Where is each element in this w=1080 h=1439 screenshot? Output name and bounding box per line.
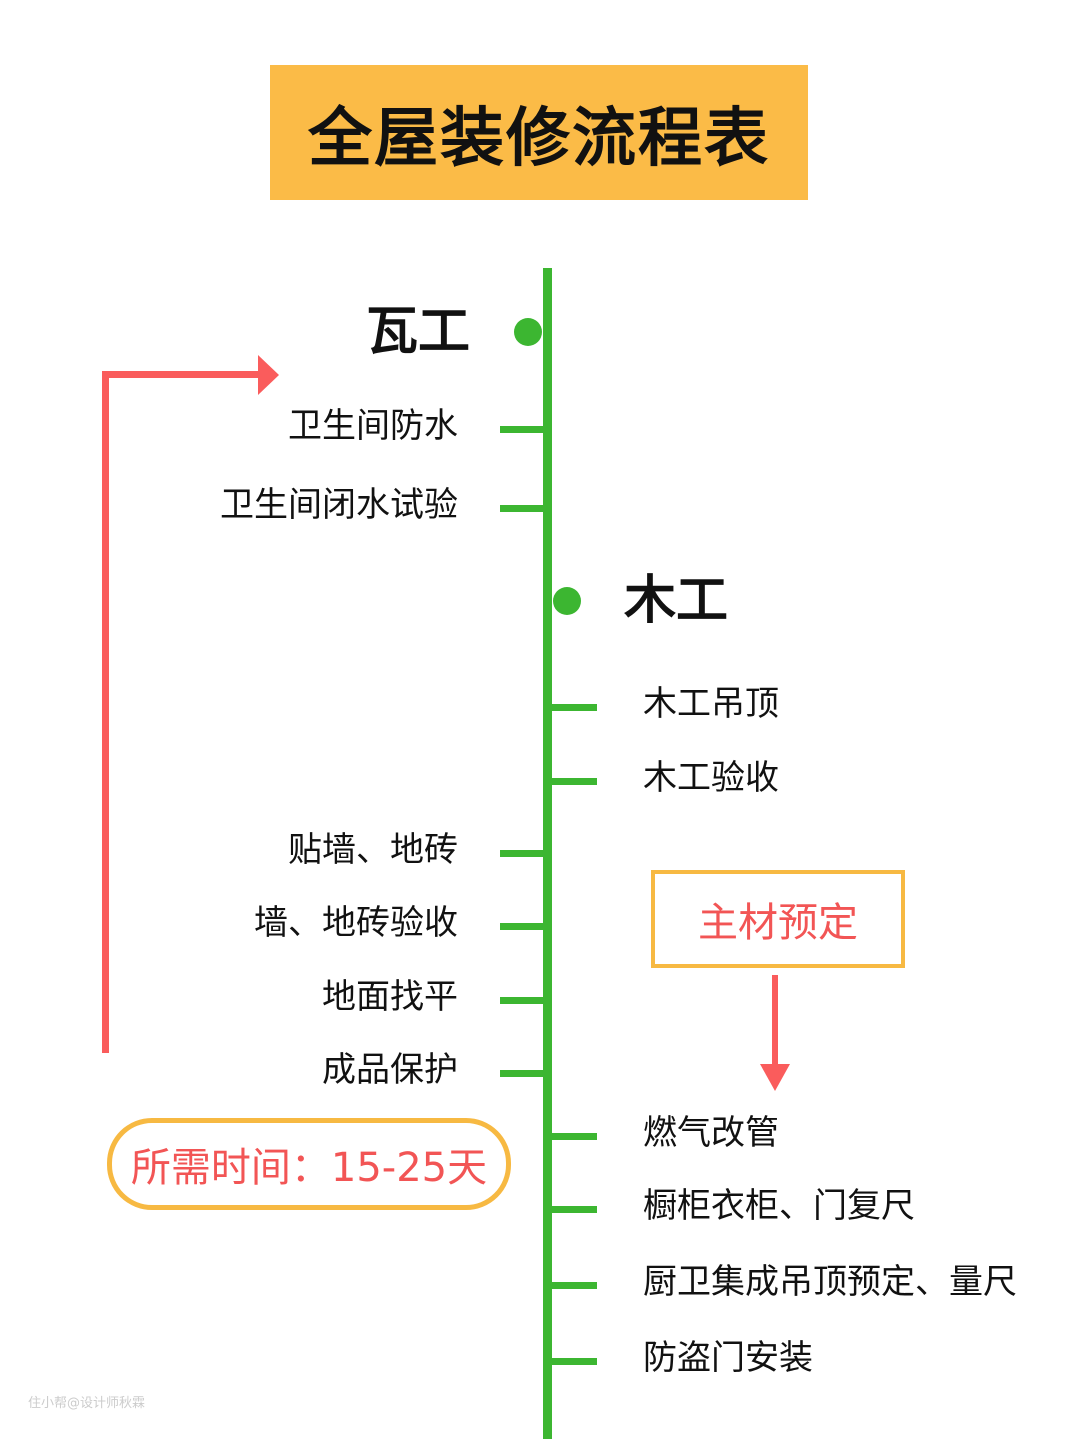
step-item: 木工验收 [643,758,779,798]
tick [500,850,547,857]
tick [500,1070,547,1077]
tick [547,1206,597,1213]
main-material-box: 主材预定 [651,870,905,968]
tick [500,997,547,1004]
step-item: 卫生间防水 [288,406,458,446]
loop-arrow-vertical [102,371,109,1053]
tick [547,704,597,711]
milestone-dot-carpentry [553,587,581,615]
step-item: 卫生间闭水试验 [220,485,458,525]
tick [547,1133,597,1140]
tick [500,505,547,512]
tick [500,923,547,930]
down-arrow-icon [760,1064,790,1091]
loop-arrow-horizontal [102,371,260,378]
watermark: 住小帮@设计师秋霖 [28,1396,146,1411]
heading-tiling: 瓦工 [366,302,471,362]
timeline-spine [543,268,552,1439]
step-item: 防盗门安装 [643,1338,813,1378]
step-item: 木工吊顶 [643,684,779,724]
down-arrow-shaft [772,975,778,1065]
tick [500,426,547,433]
page-title: 全屋装修流程表 [270,65,808,200]
step-item: 厨卫集成吊顶预定、量尺 [643,1262,1017,1302]
step-item: 燃气改管 [643,1113,779,1153]
duration-badge: 所需时间：15-25天 [107,1118,511,1210]
tick [547,778,597,785]
step-item: 贴墙、地砖 [288,830,458,870]
step-item: 地面找平 [322,977,458,1017]
step-item: 橱柜衣柜、门复尺 [643,1186,915,1226]
tick [547,1282,597,1289]
heading-carpentry: 木工 [624,571,729,631]
tick [547,1358,597,1365]
step-item: 成品保护 [322,1050,458,1090]
milestone-dot-tiling [514,318,542,346]
step-item: 墙、地砖验收 [254,903,458,943]
right-arrow-icon [258,355,279,395]
